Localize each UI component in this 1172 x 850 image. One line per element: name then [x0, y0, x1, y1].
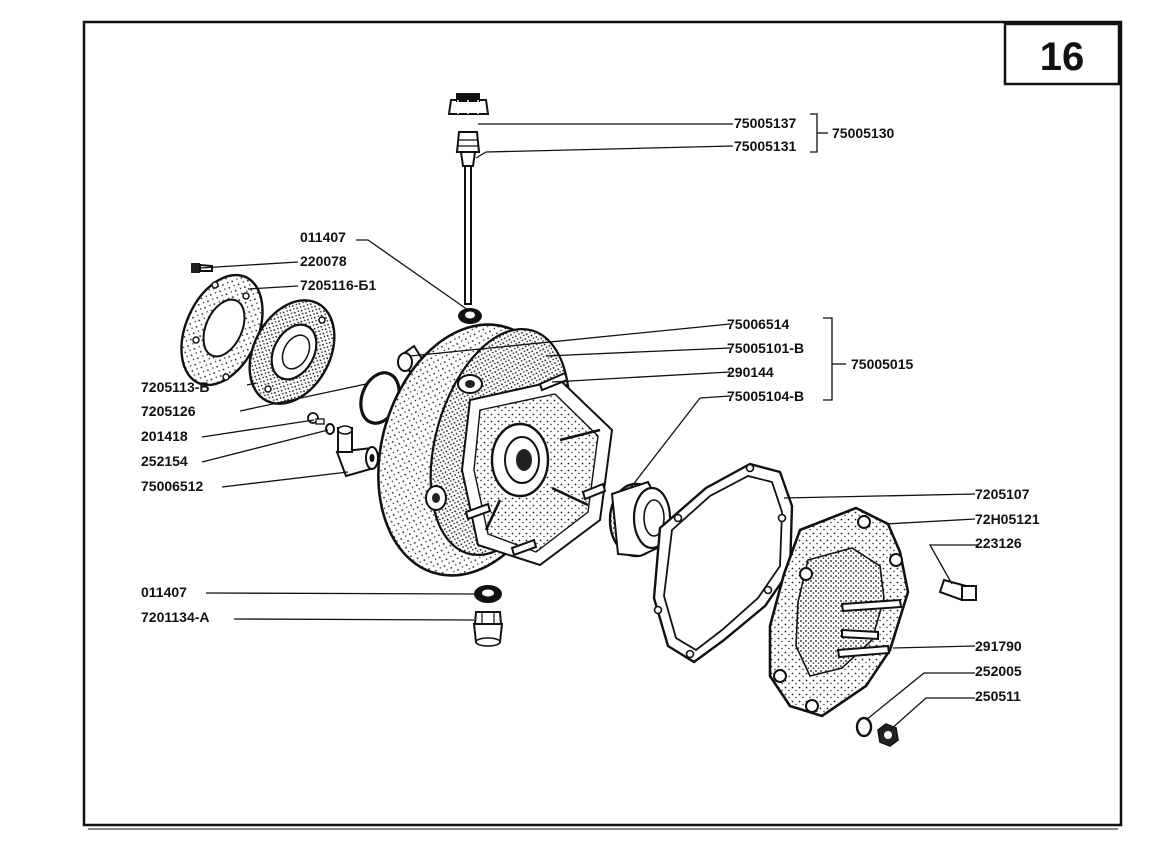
main-housing-75005101-B [377, 323, 614, 577]
label-7205116-B1: 7205116-Б1 [300, 277, 376, 293]
breather-tube-75005131 [455, 131, 481, 305]
label-7205126: 7205126 [141, 403, 196, 419]
label-7205107: 7205107 [975, 486, 1030, 502]
nut-250511 [877, 723, 899, 747]
label-group-75005130: 75005130 [832, 125, 895, 141]
label-252154: 252154 [141, 453, 188, 469]
screw-201418 [307, 412, 335, 435]
studs-291790 [836, 598, 903, 659]
page-number: 16 [1040, 35, 1085, 79]
label-7201134-A: 7201134-А [141, 609, 210, 625]
drawing-frame [82, 20, 1123, 827]
label-250511: 250511 [975, 688, 1021, 704]
label-201418: 201418 [141, 428, 188, 444]
part-labels: 75005137 75005131 75005130 011407 220078… [141, 115, 1040, 704]
label-72H05121: 72Н05121 [975, 511, 1040, 527]
washer-011407-top [458, 308, 482, 324]
washer-011407-bottom [474, 585, 502, 603]
label-7205113-B: 7205113-Б [141, 379, 209, 395]
label-252005: 252005 [975, 663, 1022, 679]
leader-lines [199, 113, 978, 731]
label-220078: 220078 [300, 253, 347, 269]
label-011407-bottom: 011407 [141, 584, 187, 600]
studs-290144 [464, 371, 607, 557]
bolt-223126 [938, 578, 977, 602]
label-group-75005015: 75005015 [851, 356, 914, 372]
vent-cap-75005137 [447, 93, 490, 115]
label-291790: 291790 [975, 638, 1022, 654]
washer-252005 [855, 716, 873, 738]
label-75006512: 75006512 [141, 478, 204, 494]
seal-housing-7205116-B1 [248, 299, 336, 405]
label-75005104-B: 75005104-В [727, 388, 804, 404]
union-fitting-75006512 [335, 425, 379, 478]
page-number-box: 16 [1003, 22, 1121, 86]
gasket-7205107 [652, 462, 794, 664]
drain-plug-7201134-A [472, 611, 504, 647]
label-011407-top: 011407 [300, 229, 346, 245]
label-75005101-B: 75005101-В [727, 340, 804, 356]
label-75005131: 75005131 [734, 138, 797, 154]
label-75005137: 75005137 [734, 115, 797, 131]
label-75006514: 75006514 [727, 316, 790, 332]
label-290144: 290144 [727, 364, 774, 380]
label-223126: 223126 [975, 535, 1022, 551]
cover-plate-7205113-B [180, 273, 264, 387]
